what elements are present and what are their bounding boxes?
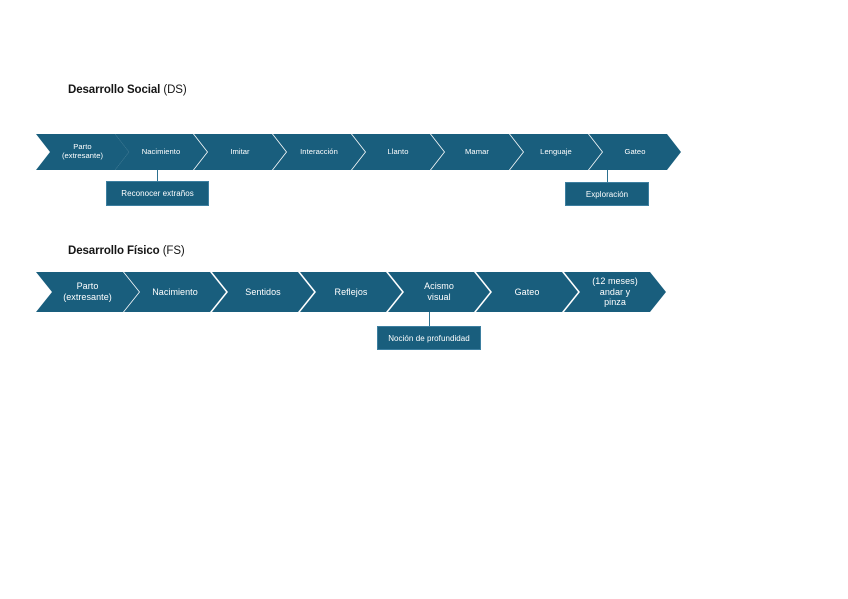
- process-step-label-line1: (12 meses): [592, 276, 638, 287]
- process-step-label-line1: Acismo: [424, 281, 454, 292]
- section-title-desarrollo-fisico: Desarrollo Físico (FS): [68, 245, 185, 257]
- process-step-label-line2: (extresante): [63, 292, 112, 302]
- process-step-label-line2: (extresante): [61, 151, 104, 160]
- callout-label: Exploración: [585, 189, 629, 199]
- section-title-desarrollo-social: Desarrollo Social (DS): [68, 84, 187, 96]
- process-step-ds-mamar[interactable]: Mamar: [431, 134, 523, 170]
- process-step-label: Acismo visual: [422, 281, 456, 302]
- process-step-ds-nacimiento[interactable]: Nacimiento: [115, 134, 207, 170]
- chevron-shape: [36, 272, 139, 312]
- process-step-ds-gateo[interactable]: Gateo: [589, 134, 681, 170]
- process-step-ds-parto[interactable]: Parto (extresante): [36, 134, 129, 170]
- process-step-fs-reflejos[interactable]: Reflejos: [300, 272, 402, 312]
- process-step-label: Llanto: [387, 146, 409, 156]
- section-title-strong: Desarrollo Social: [68, 84, 161, 96]
- process-step-label-line1: Parto: [73, 142, 92, 152]
- chevron-shape: [476, 272, 578, 312]
- process-step-label-line1: Parto: [76, 281, 99, 292]
- process-step-fs-12-meses[interactable]: (12 meses) andar y pinza: [564, 272, 666, 312]
- process-step-label: Gateo: [514, 286, 540, 297]
- chevron-shape: [564, 272, 666, 312]
- chevron-shape: [194, 134, 286, 170]
- process-step-label: (12 meses) andar y pinza: [590, 276, 640, 308]
- callout-exploracion[interactable]: Exploración: [565, 182, 649, 206]
- chevron-shape: [510, 134, 602, 170]
- chevron-shape: [36, 134, 129, 170]
- process-step-label-line3: pinza: [604, 297, 626, 308]
- process-step-fs-nacimiento[interactable]: Nacimiento: [124, 272, 226, 312]
- process-step-label: Nacimiento: [141, 146, 181, 156]
- chevron-shape: [124, 272, 226, 312]
- chevron-shape: [212, 272, 314, 312]
- callout-reconocer-extranos[interactable]: Reconocer extraños: [106, 181, 209, 206]
- chevron-shape: [589, 134, 681, 170]
- process-step-ds-imitar[interactable]: Imitar: [194, 134, 286, 170]
- process-step-label: Lenguaje: [540, 146, 572, 156]
- section-title-light: (FS): [159, 245, 185, 257]
- connector-line-nocion: [429, 312, 430, 327]
- chevron-shape: [352, 134, 444, 170]
- connector-line-exploracion: [607, 170, 608, 183]
- process-step-label: Mamar: [465, 146, 489, 156]
- process-step-ds-interaccion[interactable]: Interacción: [273, 134, 365, 170]
- chevron-shape: [388, 272, 490, 312]
- section-title-strong: Desarrollo Físico: [68, 245, 160, 257]
- process-step-label: Interacción: [300, 146, 338, 156]
- process-step-label: Gateo: [624, 146, 646, 156]
- process-step-fs-acismo-visual[interactable]: Acismo visual: [388, 272, 490, 312]
- process-step-label-line2: andar y: [599, 286, 631, 297]
- process-step-label: Reflejos: [334, 286, 368, 297]
- process-step-ds-lenguaje[interactable]: Lenguaje: [510, 134, 602, 170]
- callout-label: Noción de profundidad: [388, 333, 470, 343]
- process-step-ds-llanto[interactable]: Llanto: [352, 134, 444, 170]
- process-step-label: Imitar: [230, 146, 250, 156]
- chevron-shape: [115, 134, 207, 170]
- connector-line-reconocer: [157, 170, 158, 182]
- process-step-label: Parto (extresante): [60, 142, 105, 161]
- chevron-shape: [273, 134, 365, 170]
- chevron-shape: [300, 272, 402, 312]
- section-title-light: (DS): [160, 84, 187, 96]
- callout-nocion-de-profundidad[interactable]: Noción de profundidad: [377, 326, 481, 350]
- process-step-fs-sentidos[interactable]: Sentidos: [212, 272, 314, 312]
- callout-label: Reconocer extraños: [121, 189, 194, 198]
- process-step-label: Sentidos: [245, 286, 281, 297]
- process-step-label: Nacimiento: [152, 286, 198, 297]
- chevron-shape: [431, 134, 523, 170]
- process-step-fs-gateo[interactable]: Gateo: [476, 272, 578, 312]
- process-step-label: Parto (extresante): [61, 281, 114, 302]
- process-step-label-line2: visual: [427, 292, 451, 302]
- process-step-fs-parto[interactable]: Parto (extresante): [36, 272, 139, 312]
